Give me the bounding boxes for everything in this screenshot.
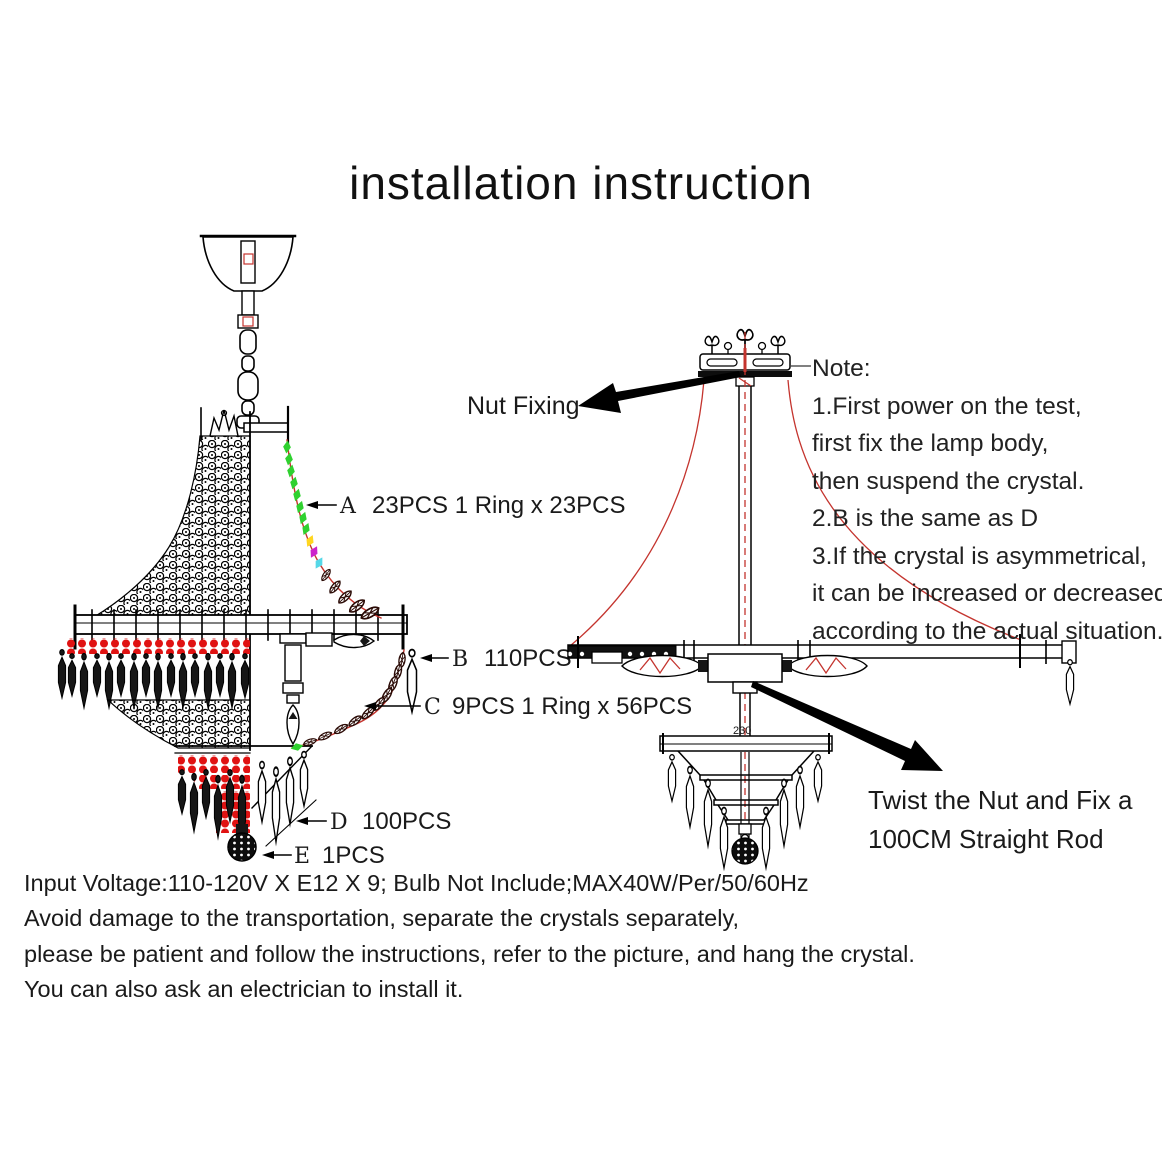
footer-instructions: Input Voltage:110-120V X E12 X 9; Bulb N… (24, 866, 915, 1008)
rod-dimension: 230 (733, 725, 751, 737)
bottom-basket (174, 745, 313, 862)
bulb-socket-assembly (279, 632, 376, 746)
suspension-wires (569, 379, 1022, 647)
twist-arrow (751, 681, 943, 771)
annotations: Nut Fixing (467, 365, 943, 771)
center-hub (707, 653, 783, 683)
left-chandelier-diagram: A 23PCS 1 Ring x 23PCS B 110PCS C 9PCS 1… (57, 234, 692, 869)
pendant-b (406, 648, 418, 713)
twist-instruction: Twist the Nut and Fix a 100CM Straight R… (868, 781, 1132, 859)
note-line-1: 1.First power on the test, (812, 392, 1082, 420)
nut-fixing-label: Nut Fixing (467, 392, 580, 420)
bead-string-c (289, 649, 407, 753)
nut-fixing-arrow (578, 371, 741, 413)
label-b-text: 110PCS (484, 645, 572, 672)
crystal-fringe-row (57, 649, 250, 709)
label-d-letter: D (330, 810, 348, 835)
upper-crystal-cone (91, 435, 251, 618)
footer-line-3: please be patient and follow the instruc… (24, 940, 915, 967)
label-b-letter: B (452, 647, 468, 672)
note-line-5: 3.If the crystal is asymmetrical, (812, 542, 1147, 570)
footer-line-2: Avoid damage to the transportation, sepa… (24, 905, 739, 932)
note-line-3: then suspend the crystal. (812, 467, 1085, 495)
label-a-letter: A (339, 494, 357, 519)
red-bead-row (64, 638, 250, 654)
note-line-7: according to the actual situation. (812, 617, 1162, 645)
note-title: Note: (812, 355, 871, 382)
bottom-ball (731, 837, 759, 865)
footer-line-4: You can also ask an electrician to insta… (24, 976, 464, 1003)
right-frame-diagram: 230 (467, 328, 1077, 869)
label-c-letter: C (424, 695, 441, 720)
label-d-text: 100PCS (362, 808, 451, 835)
bulb-arms (591, 651, 868, 694)
note-line-2: first fix the lamp body, (812, 430, 1049, 457)
twist-line-1: Twist the Nut and Fix a (868, 785, 1133, 815)
ceiling-canopy (199, 234, 297, 329)
ring-arm (567, 634, 1077, 705)
note-line-6: it can be increased or decreased (812, 580, 1162, 607)
note-block: Note: 1.First power on the test, first f… (812, 350, 1162, 650)
part-labels: A 23PCS 1 Ring x 23PCS B 110PCS C 9PCS 1… (262, 492, 692, 869)
main-ring (73, 604, 408, 650)
note-line-4: 2.B is the same as D (812, 505, 1039, 532)
label-e-letter: E (294, 844, 310, 869)
bead-string-a (282, 439, 382, 623)
bottom-crystal-ball (227, 832, 257, 862)
lower-crystal-band (106, 699, 251, 749)
label-e-text: 1PCS (322, 842, 385, 869)
page-title: installation instruction (349, 157, 813, 209)
label-c-text: 9PCS 1 Ring x 56PCS (452, 693, 692, 720)
lower-basket-frame (659, 733, 833, 825)
twist-line-2: 100CM Straight Rod (868, 824, 1104, 854)
footer-line-voltage: Input Voltage:110-120V X E12 X 9; Bulb N… (24, 870, 809, 896)
label-a-text: 23PCS 1 Ring x 23PCS (372, 492, 625, 519)
hanging-chain (236, 329, 260, 429)
